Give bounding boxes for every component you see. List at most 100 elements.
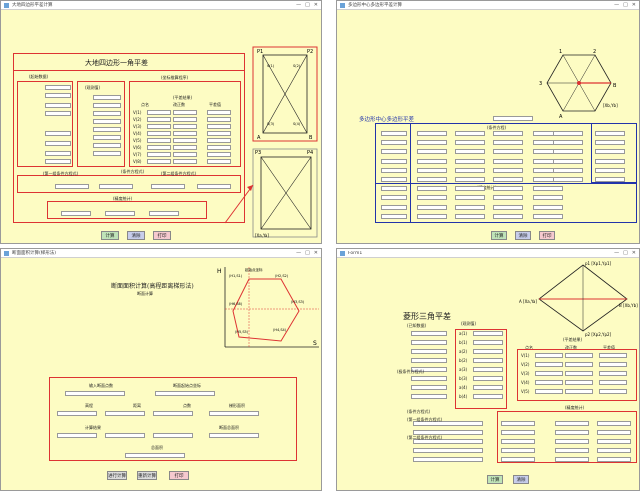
cond-input[interactable] — [417, 158, 447, 164]
prec-row-input[interactable] — [501, 439, 535, 444]
prec-row-input[interactable] — [501, 457, 535, 462]
known-row-input[interactable] — [411, 358, 447, 363]
adj-row-input[interactable] — [535, 362, 563, 367]
cond-input[interactable] — [417, 195, 447, 201]
cond-input[interactable] — [553, 167, 583, 173]
adj-row-input[interactable] — [147, 117, 171, 122]
adj-row-input[interactable] — [173, 138, 197, 143]
known-row-input[interactable] — [411, 376, 447, 381]
prec-input-3[interactable] — [149, 211, 179, 216]
obs-input-2[interactable] — [93, 103, 121, 108]
cond-input[interactable] — [381, 213, 407, 219]
eq-input-3[interactable] — [151, 184, 185, 189]
adj-row-input[interactable] — [173, 159, 197, 164]
adj-row-input[interactable] — [565, 353, 593, 358]
prec-row-input[interactable] — [555, 430, 589, 435]
cond-input[interactable] — [381, 204, 407, 210]
cond-input[interactable] — [455, 213, 485, 219]
known-row-input[interactable] — [411, 349, 447, 354]
adj-row-input[interactable] — [535, 371, 563, 376]
prec-row-input[interactable] — [597, 457, 631, 462]
prec-row-input[interactable] — [555, 439, 589, 444]
known-row-input[interactable] — [411, 331, 447, 336]
eq-row-input[interactable] — [413, 430, 483, 435]
calculate-button[interactable]: 计算 — [487, 475, 503, 484]
cond-input[interactable] — [553, 158, 583, 164]
cond-input[interactable] — [455, 204, 485, 210]
adj-row-input[interactable] — [599, 380, 627, 385]
cond-input[interactable] — [381, 149, 407, 155]
known-row-input[interactable] — [411, 340, 447, 345]
maximize-button[interactable]: □ — [623, 2, 628, 8]
cond-input[interactable] — [417, 213, 447, 219]
cond-input[interactable] — [381, 195, 407, 201]
eq-input-1[interactable] — [55, 184, 89, 189]
minimize-button[interactable]: — — [614, 250, 620, 256]
adj-row-input[interactable] — [173, 117, 197, 122]
cond-input[interactable] — [595, 140, 625, 146]
cond-input[interactable] — [595, 131, 625, 136]
cond-input[interactable] — [493, 131, 523, 136]
adj-row-input[interactable] — [207, 124, 231, 129]
prec-row-input[interactable] — [597, 439, 631, 444]
cond-input[interactable] — [455, 158, 485, 164]
title-bar[interactable]: 多边形中心多边形平差计算 — □ ✕ — [337, 1, 639, 10]
area-input[interactable] — [125, 453, 185, 458]
cond-input[interactable] — [595, 158, 625, 164]
adj-row-input[interactable] — [147, 124, 171, 129]
known-input-1[interactable] — [45, 85, 71, 90]
minimize-button[interactable]: — — [296, 2, 302, 8]
s-input[interactable] — [105, 411, 145, 416]
obs-row-input[interactable] — [473, 385, 503, 390]
obs-input-7[interactable] — [93, 143, 121, 148]
result-input-1[interactable] — [57, 433, 97, 438]
prec-row-input[interactable] — [555, 448, 589, 453]
maximize-button[interactable]: □ — [305, 2, 310, 8]
cond-input[interactable] — [493, 213, 523, 219]
known-input-8[interactable] — [45, 159, 71, 164]
cond-input[interactable] — [553, 140, 583, 146]
cond-input[interactable] — [455, 167, 485, 173]
known-row-input[interactable] — [411, 394, 447, 399]
cond-input[interactable] — [455, 131, 485, 136]
title-bar[interactable]: 断面面积计算(梯形法) — □ ✕ — [1, 249, 321, 258]
clear-button[interactable]: 清除 — [127, 231, 145, 240]
cond-input[interactable] — [493, 186, 523, 192]
cond-input[interactable] — [381, 158, 407, 164]
cond-input[interactable] — [381, 140, 407, 146]
eq-row-input[interactable] — [413, 448, 483, 453]
heading-input[interactable] — [493, 116, 533, 121]
print-button[interactable]: 打印 — [169, 471, 189, 480]
adj-row-input[interactable] — [207, 117, 231, 122]
prec-row-input[interactable] — [555, 421, 589, 426]
cond-input[interactable] — [417, 204, 447, 210]
minimize-button[interactable]: — — [296, 250, 302, 256]
cond-input[interactable] — [553, 177, 583, 182]
title-bar[interactable]: Form1 — □ ✕ — [337, 249, 639, 258]
adj-row-input[interactable] — [147, 131, 171, 136]
adj-row-input[interactable] — [207, 110, 231, 115]
cond-input[interactable] — [493, 167, 523, 173]
adj-row-input[interactable] — [565, 380, 593, 385]
cond-input[interactable] — [493, 158, 523, 164]
maximize-button[interactable]: □ — [623, 250, 628, 256]
prec-input-1[interactable] — [61, 211, 91, 216]
cond-input[interactable] — [553, 131, 583, 136]
known-input-5[interactable] — [45, 131, 71, 136]
obs-row-input[interactable] — [473, 367, 503, 372]
adj-row-input[interactable] — [599, 389, 627, 394]
cond-input[interactable] — [533, 186, 563, 192]
title-bar[interactable]: 大地四边形平差计算 — □ ✕ — [1, 1, 321, 10]
result-input-2[interactable] — [105, 433, 145, 438]
print-button[interactable]: 打印 — [153, 231, 171, 240]
close-button[interactable]: ✕ — [631, 250, 636, 256]
close-button[interactable]: ✕ — [313, 2, 318, 8]
adj-row-input[interactable] — [147, 152, 171, 157]
adj-row-input[interactable] — [599, 362, 627, 367]
cond-input[interactable] — [493, 177, 523, 182]
known-input-4[interactable] — [45, 111, 71, 116]
cond-input[interactable] — [417, 131, 447, 136]
obs-row-input[interactable] — [473, 358, 503, 363]
calculate-button[interactable]: 计算 — [491, 231, 507, 240]
cond-input[interactable] — [455, 186, 485, 192]
